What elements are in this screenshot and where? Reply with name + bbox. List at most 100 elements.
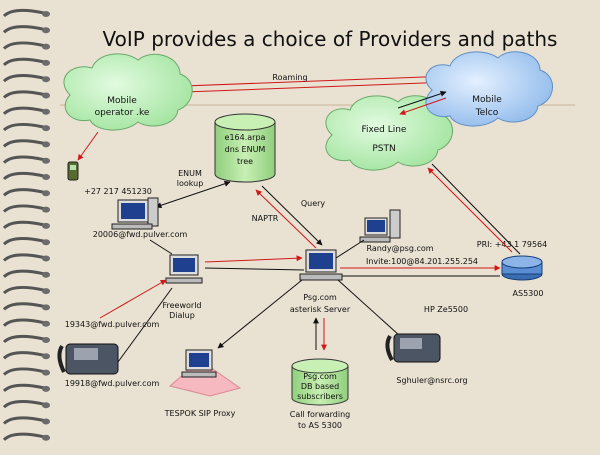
hp-switch-label: HP Ze5500 xyxy=(424,305,468,314)
spiral-ring xyxy=(2,400,45,409)
spiral-hole xyxy=(42,157,50,164)
mobile-telco-label-1: Mobile xyxy=(472,95,502,105)
spiral-hole xyxy=(42,255,50,262)
spiral-hole xyxy=(42,353,50,360)
spiral-hole xyxy=(42,59,50,66)
spiral-hole xyxy=(42,418,50,425)
fwd-19918-label: 19918@fwd.pulver.com xyxy=(65,379,160,388)
freeworld-label-2: Dialup xyxy=(169,311,195,320)
spiral-binding xyxy=(2,8,50,441)
spiral-ring xyxy=(2,220,45,230)
fixed-line-cloud: Fixed Line PSTN xyxy=(325,95,453,171)
spiral-hole xyxy=(42,239,50,246)
query-label: Query xyxy=(301,199,326,208)
as5300-router-icon xyxy=(501,255,543,281)
spiral-ring xyxy=(2,416,45,425)
roaming-label: Roaming xyxy=(272,73,307,82)
mobile-telco-label-2: Telco xyxy=(475,108,499,118)
subscriber-database: Psg.com DB based subscribers xyxy=(291,358,349,406)
spiral-ring xyxy=(2,351,45,360)
spiral-hole xyxy=(42,222,50,229)
spiral-ring xyxy=(2,237,45,246)
invite-label: Invite:100@84.201.255.254 xyxy=(366,257,478,266)
naptr-arrow xyxy=(255,189,317,249)
ip-phone-sghuler-icon xyxy=(385,333,441,363)
spiral-hole xyxy=(42,27,50,34)
mobile-link-arrow xyxy=(77,131,99,161)
spiral-hole xyxy=(42,43,50,50)
enum-lookup-arrow xyxy=(155,180,231,209)
spiral-hole xyxy=(42,402,50,409)
spiral-hole xyxy=(42,125,50,132)
spiral-ring xyxy=(2,8,45,18)
as5300-pstn-arrow xyxy=(427,167,513,253)
fwd-20006-label: 20006@fwd.pulver.com xyxy=(93,230,188,239)
spiral-hole xyxy=(42,206,50,213)
spiral-hole xyxy=(42,271,50,278)
spiral-ring xyxy=(2,139,45,148)
mobile-operator-label-1: Mobile xyxy=(107,96,137,106)
spiral-ring xyxy=(2,90,45,99)
call-forwarding-label-2: to AS 5300 xyxy=(298,421,342,430)
spiral-hole xyxy=(42,288,50,295)
mobile-operator-label-2: operator .ke xyxy=(95,108,150,118)
enum-db-label-3: tree xyxy=(237,157,253,166)
computer-20006-icon xyxy=(111,197,159,230)
spiral-ring xyxy=(2,318,45,327)
freeworld-computer-icon xyxy=(165,254,203,284)
spiral-ring xyxy=(2,367,45,376)
psg-server-label-2: asterisk Server xyxy=(290,305,351,314)
spiral-ring xyxy=(2,204,45,213)
spiral-ring xyxy=(2,188,45,197)
spiral-hole xyxy=(42,174,50,180)
spiral-ring xyxy=(2,155,45,164)
enum-lookup-label-2: lookup xyxy=(177,179,204,188)
freeworld-server-arrow xyxy=(204,255,303,263)
spiral-ring xyxy=(2,334,45,344)
tespok-label: TESPOK SIP Proxy xyxy=(164,409,236,418)
spiral-ring xyxy=(2,74,45,83)
enum-db-label-2: dns ENUM xyxy=(225,145,266,154)
mobile-phone-icon xyxy=(67,161,79,181)
spiral-ring xyxy=(2,41,45,50)
fixed-line-label-1: Fixed Line xyxy=(362,125,407,135)
spiral-ring xyxy=(2,285,45,295)
spiral-hole xyxy=(42,385,50,392)
mobile-operator-cloud: Mobile operator .ke xyxy=(63,53,193,131)
psg-server-label-1: Psg.com xyxy=(303,293,337,302)
spiral-hole xyxy=(42,434,50,441)
link-20006-freeworld xyxy=(149,239,173,255)
link-server-randy xyxy=(335,239,365,259)
pstn-telco-arrow-1 xyxy=(397,90,447,109)
psg-server-icon xyxy=(299,249,343,281)
link-19343-freeworld xyxy=(99,279,167,319)
enum-lookup-label-1: ENUM xyxy=(178,169,202,178)
randy-computer-icon xyxy=(359,209,401,243)
randy-label: Randy@psg.com xyxy=(366,244,433,253)
spiral-hole xyxy=(42,92,50,99)
subscriber-db-label-1: Psg.com xyxy=(303,372,337,381)
pri-label: PRI: +43 1 79564 xyxy=(477,240,548,249)
fixed-line-label-2: PSTN xyxy=(372,144,395,154)
diagram-title: VoIP provides a choice of Providers and … xyxy=(103,27,558,51)
fwd-19343-label: 19343@fwd.pulver.com xyxy=(65,320,160,329)
spiral-ring xyxy=(2,171,45,181)
spiral-ring xyxy=(2,122,45,132)
tespok-proxy-icon xyxy=(168,349,242,397)
spiral-ring xyxy=(2,253,45,262)
query-arrow xyxy=(261,185,323,246)
subscriber-db-label-3: subscribers xyxy=(297,392,343,401)
spiral-hole xyxy=(42,337,50,343)
spiral-hole xyxy=(42,304,50,311)
spiral-ring xyxy=(2,383,45,393)
enum-db-label-1: e164.arpa xyxy=(225,133,266,142)
pstn-telco-arrow-2 xyxy=(399,97,447,116)
sghuler-label: Sghuler@nsrc.org xyxy=(396,376,467,385)
naptr-label: NAPTR xyxy=(252,214,279,223)
spiral-hole xyxy=(42,320,50,327)
link-19918-freeworld xyxy=(117,287,173,363)
spiral-ring xyxy=(2,25,45,34)
phone-number-label: +27 217 451230 xyxy=(84,187,152,196)
